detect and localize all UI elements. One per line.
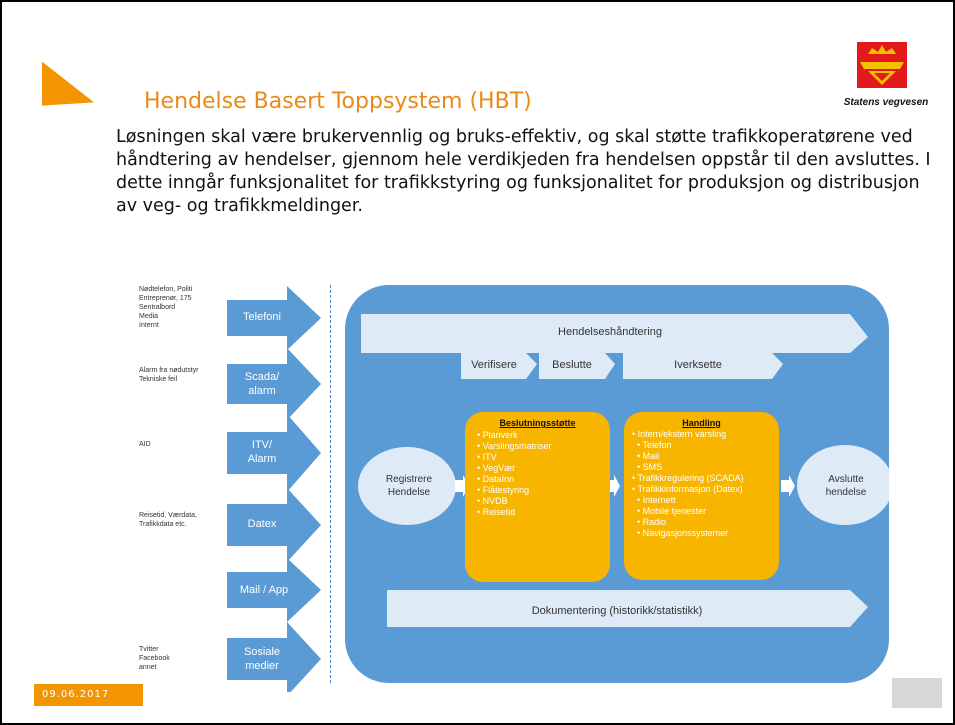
decision-support-title: Beslutningsstøtte (499, 418, 576, 428)
arrow-telefoni (227, 286, 321, 350)
start-label: Registrere Hendelse (385, 474, 433, 498)
arrow-datex (227, 488, 321, 562)
action-item: • SMS (632, 462, 663, 472)
bottom-band-label: Dokumentering (historikk/statistikk) (531, 605, 703, 617)
action-item: • Radio (632, 517, 667, 527)
step-label-iverksette: Iverksette (674, 359, 722, 371)
decision-item: Planverk (477, 430, 610, 441)
action-list: • Intern/ekstern varsling • Telefon • Ma… (632, 429, 779, 539)
action-item: • Trafikkinformasjon (Datex) (632, 484, 743, 494)
source-label-datex: Reisetid, Værdata, Trafikkdata etc. (139, 512, 197, 528)
action-item: • Mail (632, 451, 660, 461)
process-shapes (358, 314, 889, 627)
source-label-telefoni: Nødtelefon, Politi Entreprenør, 175 Sent… (139, 286, 193, 329)
page-number-box (892, 678, 942, 708)
decision-item: VegVær (477, 463, 610, 474)
step-iverksette (623, 353, 783, 379)
action-item: • Mobile tjenester (632, 506, 707, 516)
step-label-beslutte: Beslutte (552, 359, 592, 371)
decision-item: Varslingsmatriser (477, 441, 610, 452)
input-arrows (227, 286, 321, 692)
source-label-itv: AID (139, 441, 151, 448)
logo-text: Statens vegvesen (843, 97, 929, 108)
logo: Statens vegvesen (816, 40, 953, 108)
action-item: • Internett (632, 495, 676, 505)
step-verifisere (461, 353, 537, 379)
arrow-scada (227, 348, 321, 420)
decision-item: NVDB (477, 496, 610, 507)
arrow-mail (227, 558, 321, 622)
bottom-band-arrow (387, 590, 868, 627)
decision-item: DataInn (477, 474, 610, 485)
decision-support-box: Beslutningsstøtte PlanverkVarslingsmatri… (465, 412, 610, 582)
arrow-label-datex: Datex (247, 518, 277, 530)
logo-emblem-icon (857, 42, 907, 88)
arrow-itv (227, 414, 321, 492)
end-ellipse (797, 445, 889, 525)
end-label: Avslutte hendelse (825, 474, 867, 498)
decision-item: ITV (477, 452, 610, 463)
decision-item: Reisetid (477, 507, 610, 518)
slide-body: Løsningen skal være brukervennlig og bru… (116, 127, 931, 216)
arrow-label-mail: Mail / App (239, 584, 289, 596)
action-item: • Intern/ekstern varsling (632, 429, 727, 439)
source-label-scada: Alarm fra nødutstyr Tekniske feil (139, 367, 199, 383)
corner-accent (42, 61, 94, 147)
action-title: Handling (682, 418, 721, 428)
slide-title: Hendelse Basert Toppsystem (HBT) (144, 89, 532, 114)
action-box: Handling • Intern/ekstern varsling • Tel… (624, 412, 779, 580)
source-label-social: Tvitter Facebook annet (139, 646, 170, 671)
flow-arrow-3 (781, 475, 795, 497)
arrow-label-telefoni: Telefoni (243, 311, 281, 323)
arrow-label-social: Sosiale medier (243, 646, 281, 672)
action-item: • Trafikkregulering (SCADA) (632, 473, 744, 483)
separator-line (330, 285, 331, 683)
step-label-verifisere: Verifisere (471, 359, 517, 371)
arrow-label-itv: ITV/ Alarm (247, 439, 277, 465)
decision-support-list: PlanverkVarslingsmatriserITVVegVærDataIn… (477, 430, 610, 518)
action-item: • Navigasjonssystemer (632, 528, 729, 538)
action-item: • Telefon (632, 440, 672, 450)
slide-date: 09.06.2017 (34, 684, 143, 706)
arrow-label-scada: Scada/ alarm (244, 371, 280, 397)
start-ellipse (358, 447, 456, 525)
arrow-social (227, 622, 321, 692)
top-band-arrow (361, 314, 868, 353)
top-band-label: Hendelseshåndtering (558, 326, 662, 338)
decision-item: Flåtestyring (477, 485, 610, 496)
step-beslutte (539, 353, 615, 379)
